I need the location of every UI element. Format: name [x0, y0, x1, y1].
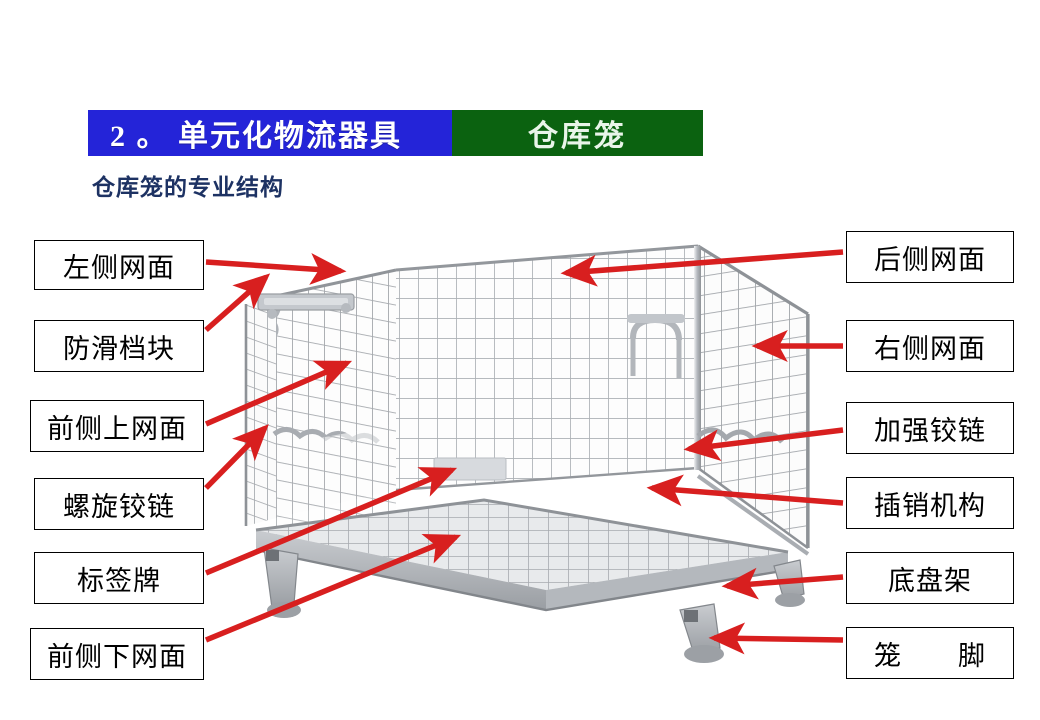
- label-base-frame-text: 底盘架: [888, 565, 972, 596]
- title-bar-topic: 仓库笼: [452, 110, 703, 156]
- label-plate-graphic: [433, 457, 507, 481]
- label-front-upper-mesh-panel[interactable]: 前侧上网面: [30, 400, 204, 452]
- label-base-frame[interactable]: 底盘架: [846, 552, 1014, 604]
- page-subtitle: 仓库笼的专业结构: [92, 175, 284, 200]
- title-bar-section: 2 。 单元化物流器具: [88, 110, 452, 156]
- label-front-lower-mesh-panel[interactable]: 前侧下网面: [30, 628, 204, 680]
- label-anti-slip-block[interactable]: 防滑档块: [34, 320, 204, 372]
- left-mesh-panel-graphic: [244, 296, 276, 526]
- label-reinforced-hinge-text: 加强铰链: [874, 415, 986, 446]
- label-rear-mesh-panel-text: 后侧网面: [874, 244, 986, 275]
- right-mesh-panel-graphic: [694, 244, 810, 556]
- label-left-mesh-panel[interactable]: 左侧网面: [34, 240, 204, 290]
- label-spiral-hinge-text: 螺旋铰链: [63, 491, 175, 522]
- label-latch-mechanism[interactable]: 插销机构: [846, 477, 1014, 529]
- cage-handle: [627, 314, 685, 378]
- label-spiral-hinge[interactable]: 螺旋铰链: [34, 478, 204, 530]
- label-left-mesh-panel-text: 左侧网面: [63, 252, 175, 283]
- label-front-upper-mesh-panel-text: 前侧上网面: [47, 413, 187, 444]
- title-bar: 2 。 单元化物流器具 仓库笼: [88, 110, 703, 156]
- label-cage-foot-text: 笼 脚: [874, 640, 986, 671]
- section-title: 2 。 单元化物流器具: [110, 120, 402, 153]
- label-label-plate[interactable]: 标签牌: [34, 552, 204, 604]
- label-right-mesh-panel-text: 右侧网面: [874, 333, 986, 364]
- label-front-lower-mesh-panel-text: 前侧下网面: [47, 641, 187, 672]
- anti-slip-block-graphic: [257, 293, 355, 319]
- warehouse-cage-image: [228, 218, 828, 678]
- label-reinforced-hinge[interactable]: 加强铰链: [846, 402, 1014, 454]
- label-right-mesh-panel[interactable]: 右侧网面: [846, 320, 1014, 372]
- topic-title: 仓库笼: [528, 120, 627, 153]
- label-cage-foot[interactable]: 笼 脚: [846, 627, 1014, 679]
- cage-illustration: [244, 244, 810, 663]
- label-label-plate-text: 标签牌: [77, 565, 161, 596]
- rear-mesh-panel-graphic: [395, 244, 699, 492]
- label-rear-mesh-panel[interactable]: 后侧网面: [846, 231, 1014, 283]
- label-latch-mechanism-text: 插销机构: [874, 490, 986, 521]
- label-anti-slip-block-text: 防滑档块: [63, 333, 175, 364]
